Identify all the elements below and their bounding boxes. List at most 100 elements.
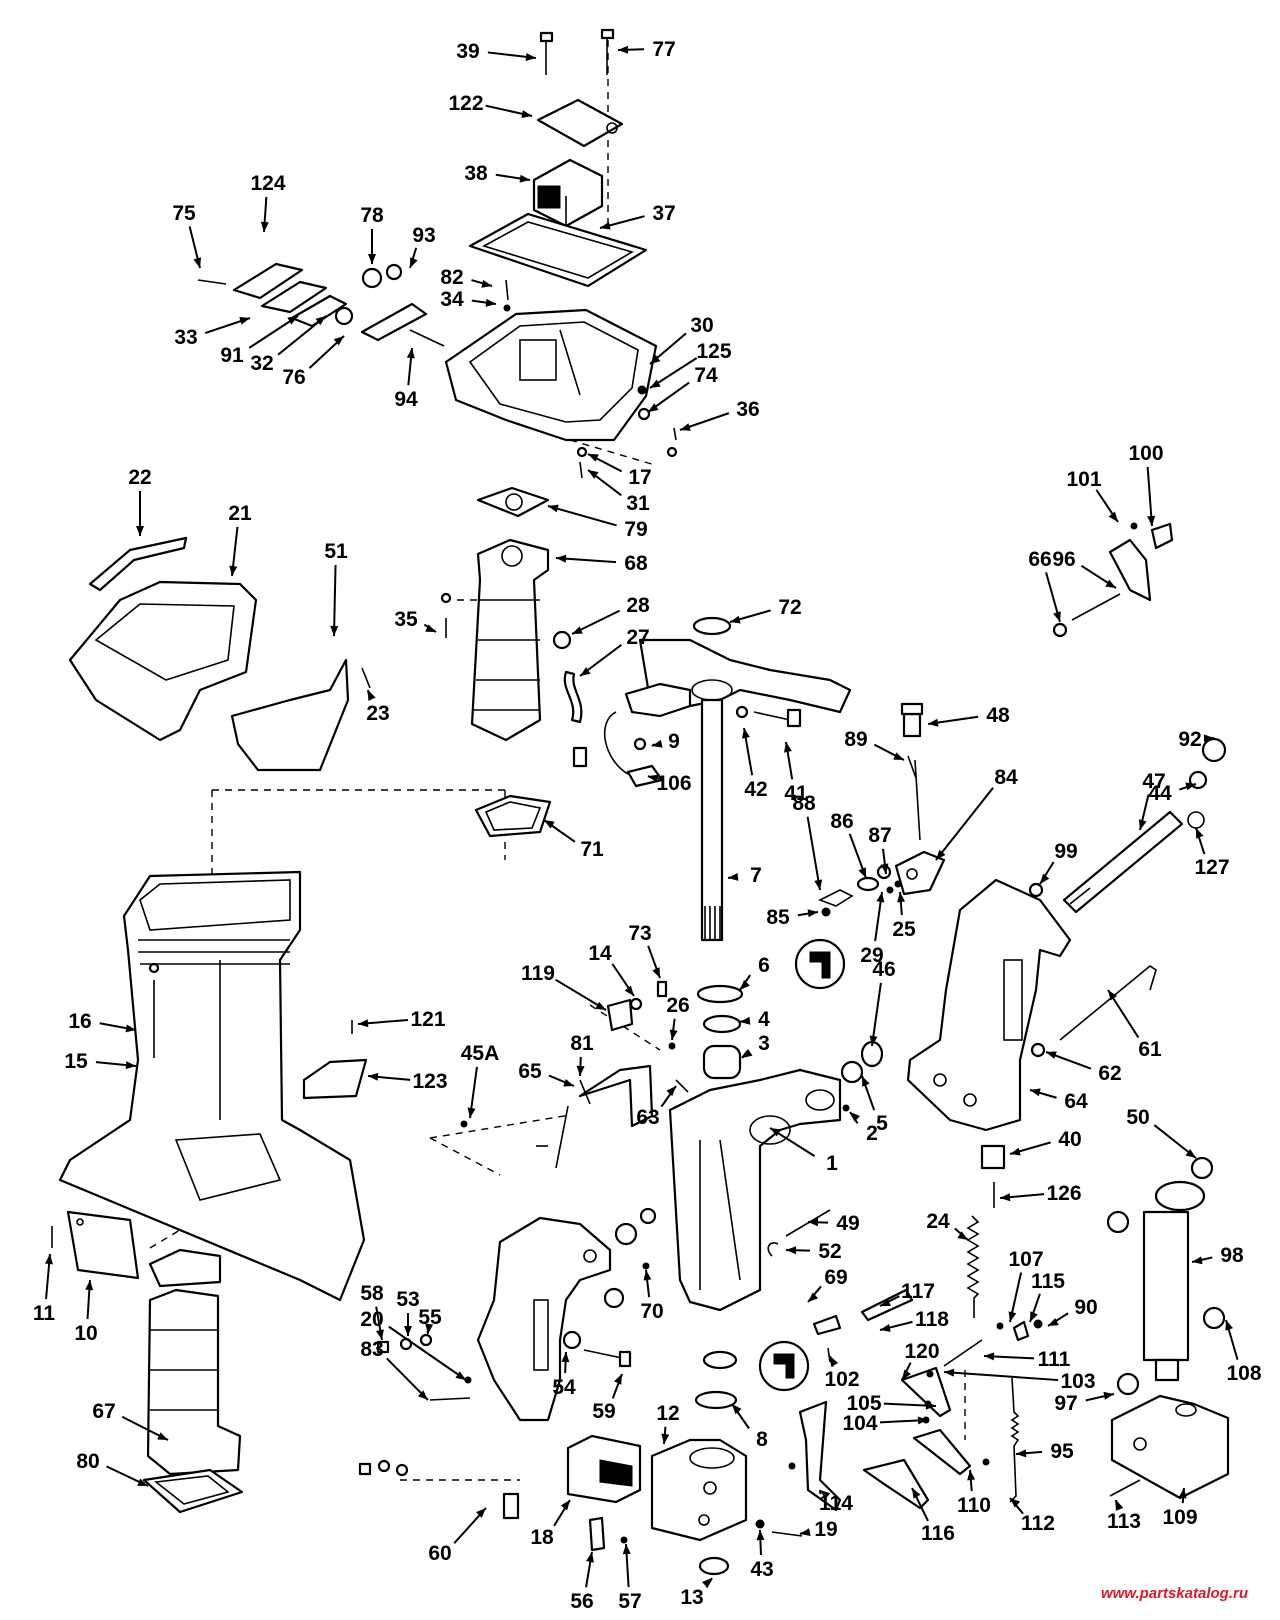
callout-104: 104 [842,1412,929,1435]
callout-97: 97 [1054,1391,1115,1415]
rod-111 [943,1339,983,1367]
callout-number: 86 [830,810,853,833]
leader-arrowhead [410,257,418,268]
callout-number: 76 [282,366,305,389]
washer-34-mid [440,592,452,604]
block-40 [980,1144,1006,1170]
callout-number: 42 [744,778,767,801]
clip-56 [588,1516,606,1552]
leader-arrowhead [481,279,492,288]
steering-arm-bracket [624,638,852,718]
leader-arrowhead [917,1416,928,1425]
callout-number: 48 [986,704,1010,727]
callout-46: 46 [869,958,896,1047]
callout-17: 17 [587,453,652,489]
cotter-89b [914,759,921,841]
washer-55-bottom [395,1463,409,1477]
callout-122: 122 [448,92,533,118]
watermark: www.partskatalog.ru [1101,1585,1248,1602]
leader-arrowhead [669,1029,678,1040]
leader-arrowhead [928,718,939,727]
callout-27: 27 [579,626,650,677]
washer-17 [576,446,588,458]
callout-23: 23 [366,689,390,725]
callout-number: 59 [592,1400,615,1423]
callout-number: 17 [628,466,651,489]
callout-94: 94 [394,347,418,411]
washer-14 [629,997,643,1011]
leader-line [388,1325,467,1381]
leader-arrowhead [800,1528,811,1537]
callout-number: 1 [826,1152,838,1175]
callout-88: 88 [792,792,823,891]
callout-89: 89 [844,728,905,761]
pin-26 [668,1042,676,1050]
bushing-99 [1028,882,1044,898]
callout-number: 2 [866,1122,878,1145]
leader-arrowhead [600,221,611,230]
callout-121: 121 [357,1008,446,1031]
leader-arrowhead [912,1488,921,1499]
callout-number: 37 [652,202,675,225]
tube-end-27 [572,746,588,768]
driveshaft-7 [700,698,724,942]
leader-arrowhead [742,728,750,739]
leader-arrowhead [1040,873,1050,884]
seal-detail-top [794,938,846,990]
callout-54: 54 [552,1351,576,1399]
callout-13: 13 [680,1577,713,1609]
leader-arrowhead [580,667,591,676]
leader-arrowhead [136,526,144,536]
leader-arrowhead [624,985,634,996]
gasket-79 [476,486,550,518]
callout-26: 26 [666,994,690,1041]
leader-arrowhead [732,1404,742,1415]
callout-18: 18 [530,1499,571,1549]
plate-123 [302,1058,368,1100]
nut-66 [1052,622,1068,638]
callout-number: 70 [640,1300,663,1323]
callout-number: 32 [250,352,273,375]
gasket-37 [468,212,648,288]
callout-number: 12 [656,1402,679,1425]
leader-arrowhead [333,336,344,346]
callout-number: 15 [64,1050,88,1073]
callout-53: 53 [396,1288,420,1336]
bolt-82 [505,279,509,301]
callout-number: 8 [756,1428,768,1451]
leader-arrowhead [425,1323,434,1334]
tilt-cylinder-98 [1142,1180,1206,1382]
leader-arrowhead [830,1356,839,1367]
leader-arrowhead [125,1024,136,1033]
callout-50: 50 [1126,1106,1197,1159]
part-illustrations [51,28,1230,1576]
leader-arrowhead [287,316,298,325]
leader-arrowhead [814,879,823,890]
callout-number: 97 [1054,1392,1077,1415]
callout-number: 102 [824,1368,859,1391]
leader-arrowhead [807,909,818,918]
swivel-bracket-1 [668,1068,842,1312]
callout-number: 82 [440,266,463,289]
leader-arrowhead [869,1035,878,1046]
callout-30: 30 [649,314,714,365]
callout-42: 42 [742,727,768,801]
leader-arrowhead [728,872,739,881]
leader-arrowhead [330,625,339,636]
callout-15: 15 [64,1050,137,1073]
leader-arrowhead [1016,1449,1027,1458]
callout-number: 73 [628,922,651,945]
leader-arrowhead [1010,1147,1021,1156]
leader-arrowhead [1185,1148,1196,1158]
bolt-45A [460,1120,468,1128]
link-116 [862,1458,930,1510]
bolt-31 [579,461,583,479]
leader-arrowhead [1108,990,1118,1001]
callout-number: 113 [1107,1510,1141,1533]
callout-number: 5 [876,1112,888,1135]
leader-arrowhead [650,354,661,364]
pin-113 [1109,1479,1141,1497]
leader-arrowhead [850,1112,860,1122]
callout-number: 84 [994,766,1018,789]
leader-arrowhead [1138,819,1147,830]
